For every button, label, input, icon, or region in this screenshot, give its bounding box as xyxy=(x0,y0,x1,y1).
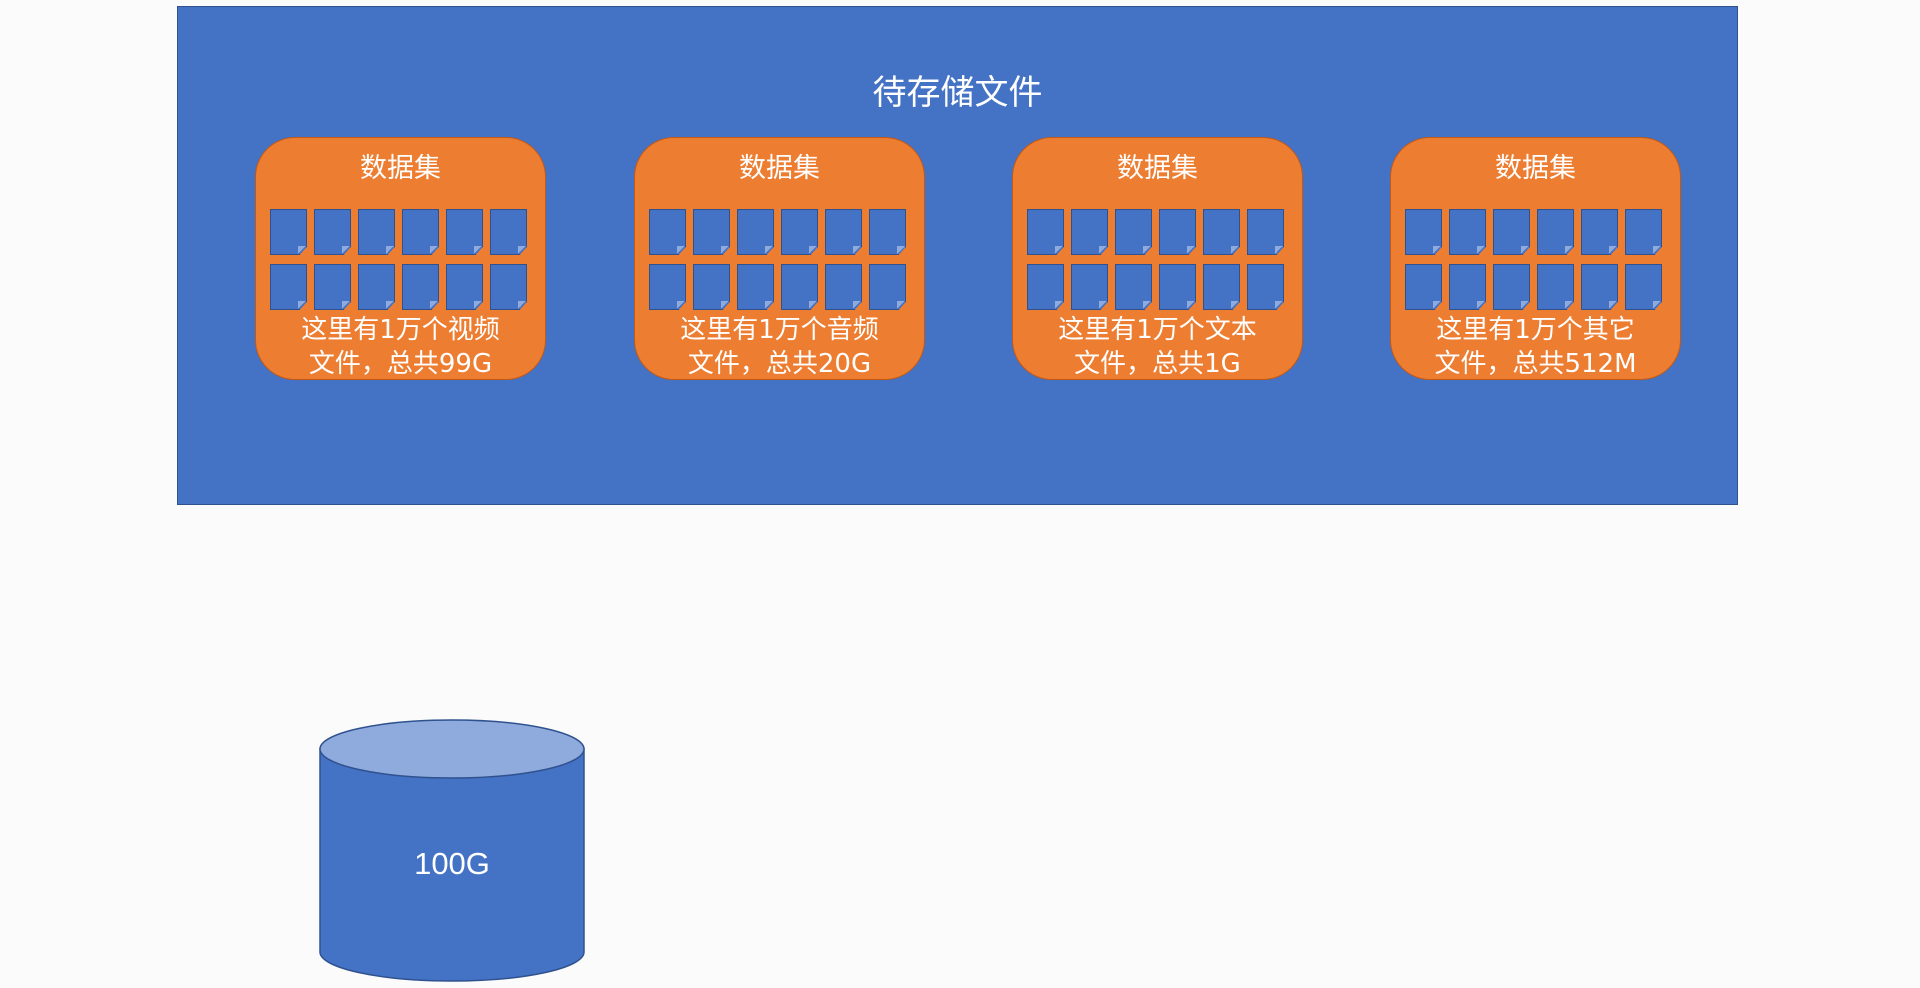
file-icon xyxy=(825,209,862,255)
file-icon xyxy=(693,209,730,255)
file-icon xyxy=(402,209,439,255)
file-icon xyxy=(737,209,774,255)
file-icon xyxy=(1405,264,1442,310)
file-icon xyxy=(490,264,527,310)
dataset-description: 这里有1万个文本 文件，总共1G xyxy=(1017,313,1298,381)
file-icon xyxy=(1581,264,1618,310)
dataset-description: 这里有1万个其它 文件，总共512M xyxy=(1395,313,1676,381)
dataset-title: 数据集 xyxy=(1117,153,1198,184)
file-icon xyxy=(825,264,862,310)
file-icon xyxy=(314,264,351,310)
file-icon-grid xyxy=(1405,209,1667,311)
file-icon xyxy=(1159,264,1196,310)
file-icon xyxy=(358,209,395,255)
file-icon xyxy=(270,209,307,255)
file-icon xyxy=(1203,209,1240,255)
file-icon xyxy=(358,264,395,310)
dataset-desc-line2: 文件，总共512M xyxy=(1434,349,1637,379)
file-icon xyxy=(1493,209,1530,255)
dataset-desc-line2: 文件，总共1G xyxy=(1074,349,1241,379)
dataset-desc-line1: 这里有1万个文本 xyxy=(1058,315,1257,345)
file-icon xyxy=(1115,209,1152,255)
dataset-desc-line1: 这里有1万个音频 xyxy=(680,315,879,345)
dataset-title: 数据集 xyxy=(1495,153,1576,184)
dataset-desc-line1: 这里有1万个其它 xyxy=(1436,315,1635,345)
file-icon xyxy=(649,264,686,310)
dataset-other: 数据集 这里有1万个其它 文件，总共512M xyxy=(1390,137,1681,380)
dataset-desc-line1: 这里有1万个视频 xyxy=(301,315,500,345)
disk-capacity-label: 100G xyxy=(414,846,490,881)
file-icon xyxy=(1625,264,1662,310)
file-icon xyxy=(1247,209,1284,255)
file-icon xyxy=(1027,264,1064,310)
file-icon xyxy=(314,209,351,255)
file-icon xyxy=(1537,264,1574,310)
file-icon xyxy=(270,264,307,310)
files-to-store-container: 待存储文件 数据集 这里有1万个视频 文件，总共99G 数据集 这里有1万个音频… xyxy=(177,6,1738,505)
file-icon xyxy=(1203,264,1240,310)
file-icon xyxy=(1159,209,1196,255)
file-icon xyxy=(1071,264,1108,310)
dataset-description: 这里有1万个视频 文件，总共99G xyxy=(260,313,541,381)
file-icon xyxy=(1537,209,1574,255)
file-icon-grid xyxy=(270,209,532,311)
dataset-desc-line2: 文件，总共99G xyxy=(308,349,493,379)
file-icon xyxy=(1493,264,1530,310)
file-icon xyxy=(446,209,483,255)
file-icon xyxy=(1581,209,1618,255)
dataset-title: 数据集 xyxy=(360,153,441,184)
dataset-title: 数据集 xyxy=(739,153,820,184)
file-icon-grid xyxy=(1027,209,1289,311)
file-icon xyxy=(1449,264,1486,310)
dataset-video: 数据集 这里有1万个视频 文件，总共99G xyxy=(255,137,546,380)
storage-disk: 100G xyxy=(318,718,586,982)
file-icon xyxy=(1625,209,1662,255)
file-icon xyxy=(737,264,774,310)
file-icon xyxy=(446,264,483,310)
dataset-description: 这里有1万个音频 文件，总共20G xyxy=(639,313,920,381)
cylinder-icon xyxy=(319,719,585,982)
file-icon xyxy=(1115,264,1152,310)
file-icon-grid xyxy=(649,209,911,311)
file-icon xyxy=(402,264,439,310)
file-icon xyxy=(1027,209,1064,255)
dataset-audio: 数据集 这里有1万个音频 文件，总共20G xyxy=(634,137,925,380)
file-icon xyxy=(869,264,906,310)
file-icon xyxy=(490,209,527,255)
dataset-desc-line2: 文件，总共20G xyxy=(687,349,872,379)
file-icon xyxy=(781,209,818,255)
file-icon xyxy=(1405,209,1442,255)
file-icon xyxy=(649,209,686,255)
dataset-text: 数据集 这里有1万个文本 文件，总共1G xyxy=(1012,137,1303,380)
file-icon xyxy=(1247,264,1284,310)
file-icon xyxy=(781,264,818,310)
file-icon xyxy=(1071,209,1108,255)
file-icon xyxy=(693,264,730,310)
file-icon xyxy=(869,209,906,255)
file-icon xyxy=(1449,209,1486,255)
container-title: 待存储文件 xyxy=(872,73,1043,113)
